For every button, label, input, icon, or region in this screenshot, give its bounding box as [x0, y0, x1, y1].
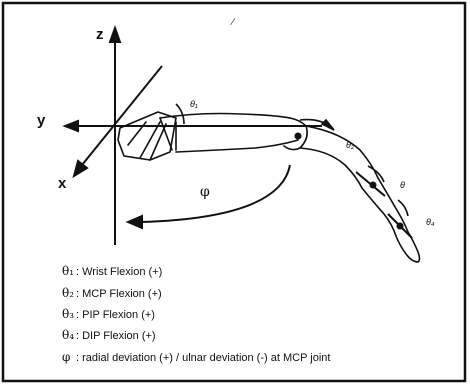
proximal-phalanx-upper: [305, 125, 379, 179]
proximal-phalanx-lower: [299, 147, 363, 189]
deviation-arc-arrowhead: [125, 214, 143, 230]
legend-symbol: θ₁: [62, 264, 75, 278]
angle-arcs: [175, 103, 409, 217]
legend-symbol: θ₃: [62, 307, 75, 321]
pip-angle-arc: [367, 165, 385, 183]
z-axis-arrowhead: [108, 25, 122, 43]
middle-phalanx-lower: [361, 187, 397, 237]
z-axis-label: z: [96, 26, 104, 43]
dip-joint-line: [387, 213, 413, 239]
middle-phalanx-upper: [377, 177, 409, 233]
y-axis-label: y: [37, 112, 46, 129]
dip-angle-arc: [397, 199, 409, 217]
legend-row-wrist: θ₁: Wrist Flexion (+): [62, 264, 162, 278]
mcp-joint-marker: [294, 132, 302, 140]
finger-sketch: [117, 111, 421, 263]
metacarpal-upper-contour: [159, 112, 291, 119]
legend-row-dip: θ₄: DIP Flexion (+): [62, 328, 156, 342]
legend-symbol: θ₄: [62, 328, 75, 342]
wrist-angle-arc: [175, 103, 185, 125]
stray-mark: ⁄: [232, 17, 234, 28]
legend-row-mcp: θ₂: MCP Flexion (+): [62, 286, 162, 300]
y-axis-arrowhead: [62, 119, 79, 133]
pip-angle-label: θ: [400, 180, 405, 190]
wrist-hatch: [127, 121, 167, 161]
mcp-angle-label: θ₂: [346, 140, 355, 150]
legend-text: : PIP Flexion (+): [76, 309, 155, 321]
legend-row-pip: θ₃: PIP Flexion (+): [62, 307, 155, 321]
deviation-arc: [125, 164, 291, 230]
metacarpal-base-lines: [159, 117, 177, 151]
wrist-sketch: [117, 111, 177, 161]
deviation-arc-line: [139, 164, 291, 223]
pip-joint-line: [355, 171, 386, 197]
wrist-angle-label: θ₁: [190, 99, 198, 109]
coordinate-axes: [62, 25, 322, 245]
legend-text: : MCP Flexion (+): [76, 288, 162, 300]
x-axis-arrowhead: [72, 159, 89, 179]
legend-text: : DIP Flexion (+): [76, 330, 156, 342]
legend-symbol: φ: [62, 350, 71, 364]
figure-frame: [1, 1, 467, 383]
mcp-arc-arrowhead: [320, 118, 335, 131]
distal-phalanx: [395, 231, 421, 263]
legend-text: : radial deviation (+) / ulnar deviation…: [76, 352, 331, 364]
dip-angle-label: θ₄: [426, 217, 435, 227]
x-axis-label: x: [58, 175, 67, 192]
metacarpal-lower-contour: [175, 139, 299, 153]
deviation-angle-label: φ: [200, 184, 210, 200]
legend-text: : Wrist Flexion (+): [76, 266, 163, 278]
x-axis: [81, 65, 163, 166]
mcp-joint-sketch: [283, 117, 308, 151]
legend-row-deviation: φ : radial deviation (+) / ulnar deviatio…: [62, 350, 330, 364]
joint-markers: [294, 132, 413, 239]
legend-symbol: θ₂: [62, 286, 75, 300]
